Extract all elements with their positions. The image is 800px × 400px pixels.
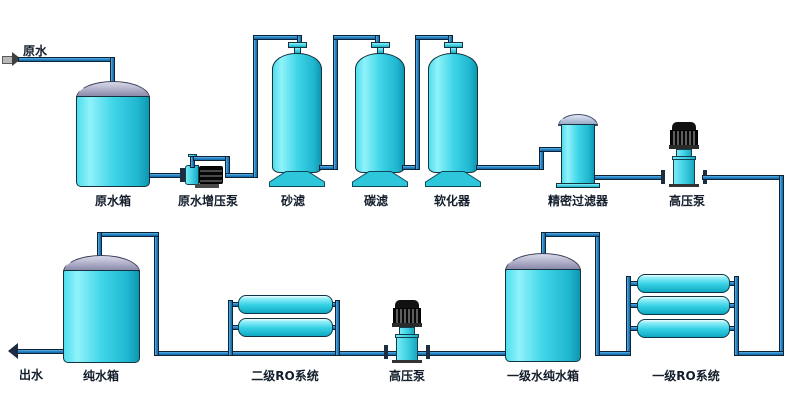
pipe [16, 349, 64, 354]
ro2-right-manifold [335, 300, 340, 356]
carbon-filter-base [352, 171, 408, 187]
pipe [253, 35, 258, 178]
ro2-tube [238, 318, 333, 337]
hp-pump1-collar [669, 145, 699, 149]
pipe [415, 35, 420, 170]
pipe [598, 351, 631, 356]
pipe [541, 232, 600, 237]
hp-pump2-motor [393, 308, 421, 324]
sand-filter-tank [272, 53, 322, 173]
pipe [154, 232, 159, 356]
pipe [18, 57, 115, 62]
booster-pump-inlet-flange [180, 168, 185, 182]
booster-pump-label: 原水增压泵 [177, 194, 239, 208]
hp-pump1-motor-cap [672, 122, 696, 131]
pipe [594, 175, 664, 180]
pure-water-tank [63, 270, 140, 363]
stage1-pure-water-tank [505, 269, 581, 362]
hp-pump1-label: 高压泵 [668, 194, 706, 208]
pipe [539, 147, 563, 152]
ro1-tube [637, 274, 730, 293]
ro1-tube [637, 296, 730, 315]
pipe [595, 232, 600, 356]
pipe [476, 165, 544, 170]
ro1-label: 一级RO系统 [652, 369, 720, 383]
hp-pump1-left-flange [661, 170, 665, 184]
pipe [737, 351, 784, 356]
precision-filter-base [556, 183, 600, 188]
hp-pump1-body [673, 159, 695, 186]
precision-filter-label: 精密过滤器 [547, 194, 609, 208]
hp-pump2-collar [392, 323, 422, 327]
hp-pump2-motor-cap [395, 300, 419, 309]
hp-pump1-motor [670, 130, 698, 146]
ro1-tube [637, 319, 730, 338]
softener-base [425, 171, 481, 187]
pure-water-tank-label: 纯水箱 [82, 369, 120, 383]
outlet-label: 出水 [18, 368, 44, 382]
ro2-label: 二级RO系统 [251, 369, 319, 383]
hp-pump2-body [396, 337, 418, 362]
sand-filter-label: 砂滤 [280, 194, 306, 208]
pipe [253, 35, 302, 40]
hp-pump2-label: 高压泵 [388, 369, 426, 383]
outlet-arrow-icon [8, 343, 18, 359]
pipe [702, 175, 784, 180]
pipe [333, 35, 338, 170]
precision-filter-body [561, 124, 595, 185]
sand-filter-base [269, 171, 325, 187]
booster-pump-motor [199, 166, 223, 184]
pipe [779, 175, 784, 356]
softener-tank [428, 53, 478, 173]
booster-pump-base [195, 184, 219, 188]
raw-water-arrow-head-icon [12, 52, 21, 66]
softener-label: 软化器 [433, 194, 471, 208]
pipe [157, 351, 506, 356]
hp-pump2-base [392, 360, 422, 363]
hp-pump2-right-flange [426, 345, 430, 359]
raw-water-tank-label: 原水箱 [94, 194, 132, 208]
carbon-filter-label: 碳滤 [363, 194, 389, 208]
pipe [97, 232, 159, 237]
pipe [190, 156, 195, 168]
ro2-tube [238, 295, 333, 314]
pipe [149, 173, 182, 178]
carbon-filter-tank [355, 53, 405, 173]
hp-pump1-base [669, 184, 699, 187]
raw-water-tank [76, 96, 150, 187]
booster-pump-head [185, 165, 199, 185]
hp-pump2-left-flange [384, 345, 388, 359]
stage1-tank-label: 一级水纯水箱 [506, 369, 580, 383]
raw-water-label: 原水 [22, 44, 48, 58]
ro2-left-manifold [228, 300, 233, 356]
ro1-left-manifold [626, 276, 631, 356]
ro1-right-manifold [734, 276, 739, 356]
pipe [333, 35, 380, 40]
